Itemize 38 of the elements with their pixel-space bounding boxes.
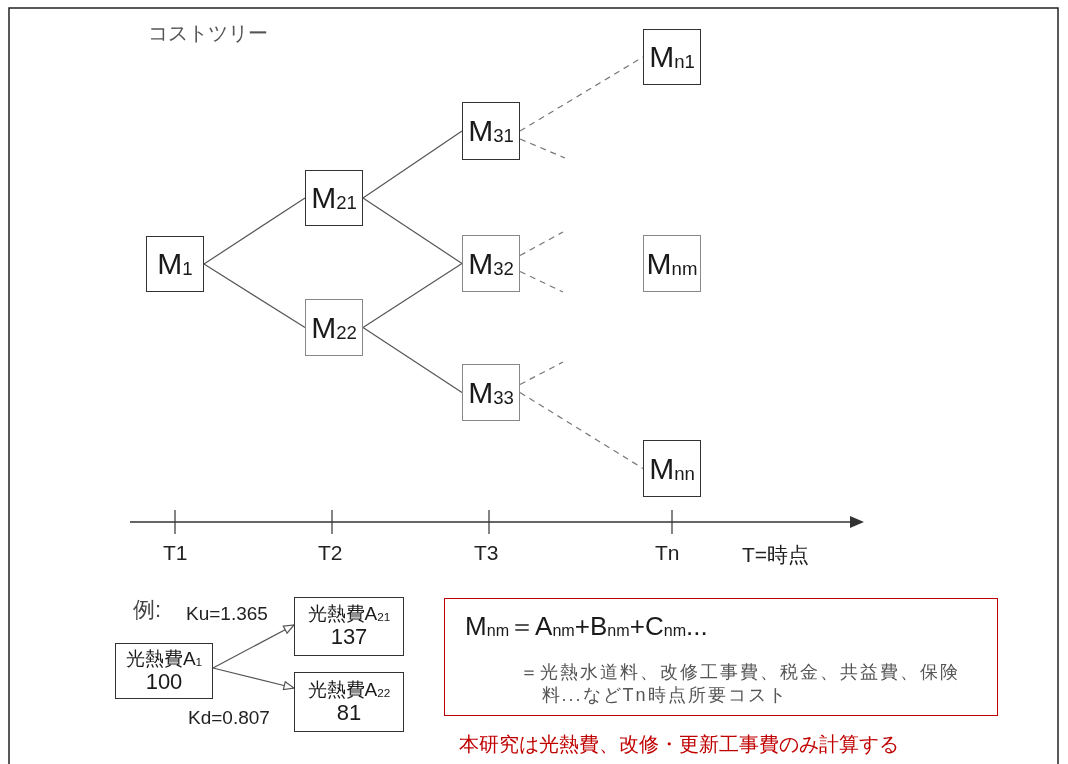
axis-tick-label: Tn: [655, 541, 680, 565]
connector-line: [362, 130, 463, 199]
connector-line: [519, 391, 644, 470]
example-label: 例:: [133, 596, 162, 624]
connector-line: [519, 231, 564, 257]
connector-line: [519, 138, 566, 159]
axis-tick-label: T3: [474, 541, 499, 565]
cost-node-box: [462, 364, 520, 421]
connector-line: [362, 197, 463, 265]
connector-line: [203, 263, 306, 329]
cost-node-box: [462, 235, 520, 292]
axis-tick-label: T1: [163, 541, 188, 565]
example-box: [115, 643, 213, 699]
cost-value: 81: [336, 700, 362, 725]
arrow: [212, 624, 295, 669]
axis-label: T=時点: [742, 542, 810, 568]
connector-line: [519, 361, 564, 386]
example-box: [294, 672, 404, 732]
axis-tick-label: T2: [318, 541, 343, 565]
note-text: ＝光熱水道料、改修工事費、税金、共益費、保険料...などTn時点所要コスト: [520, 661, 961, 708]
note-text: 本研究は光熱費、改修・更新工事費のみ計算する: [459, 732, 899, 757]
connector-line: [362, 326, 463, 394]
cost-value: 137: [330, 625, 368, 650]
arrow: [212, 667, 295, 691]
diagram-title: コストツリー: [148, 21, 268, 46]
example-box: [294, 597, 404, 656]
cost-value: 100: [145, 669, 183, 694]
cost-node-box: [462, 102, 520, 160]
connector-line: [362, 262, 463, 329]
cost-node-box: [146, 236, 204, 292]
formula-box: [444, 598, 998, 716]
cost-node-box: [643, 29, 701, 85]
connector-line: [519, 270, 564, 293]
connector-line: [203, 197, 306, 265]
cost-node-box: [643, 235, 701, 292]
cost-node-box: [305, 299, 363, 356]
cost-node-box: [305, 170, 363, 226]
cost-node-box: [643, 440, 701, 497]
